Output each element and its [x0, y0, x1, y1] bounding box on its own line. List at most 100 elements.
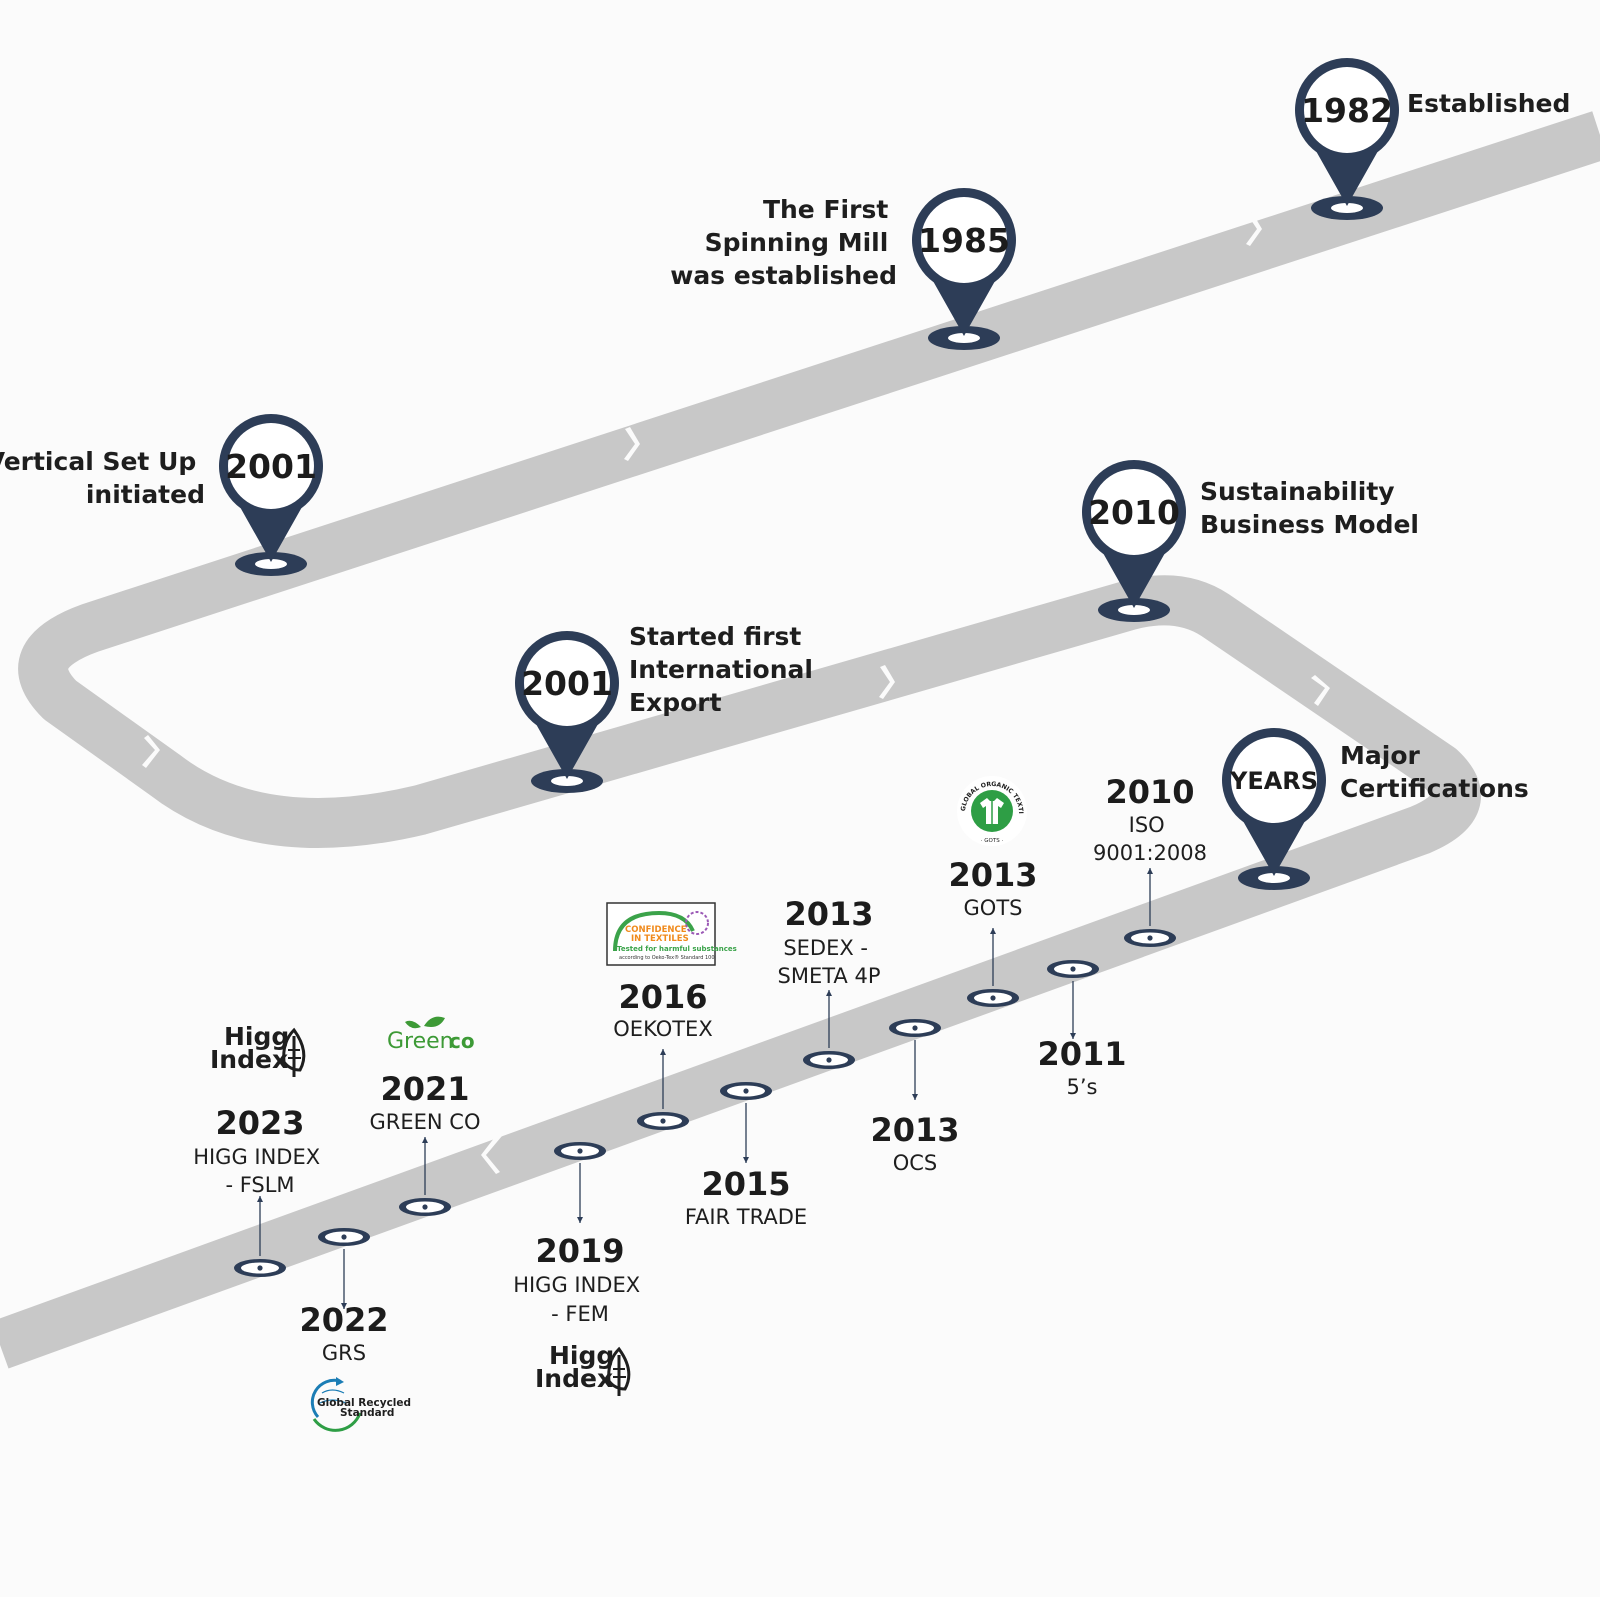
svg-text:co: co: [449, 1029, 475, 1053]
cert-name: GRS: [322, 1341, 366, 1365]
cert-name: HIGG INDEX - FSLM: [193, 1145, 327, 1197]
leaf-icon: [607, 1346, 631, 1396]
cert-name: HIGG INDEX - FEM: [513, 1273, 647, 1326]
arrow-icon: [341, 1303, 347, 1309]
cert-year: 2015: [701, 1165, 790, 1203]
pin-year: 1985: [918, 221, 1010, 260]
milestone-label-2010: Sustainability Business Model: [1200, 477, 1419, 539]
svg-text:Tested for harmful substances: Tested for harmful substances: [617, 945, 737, 953]
cert-2011-5s: 2011 5’s: [1037, 1035, 1126, 1099]
pin-1982: 1982: [1295, 58, 1399, 220]
arrow-icon: [660, 1049, 666, 1055]
arrow-icon: [826, 990, 832, 996]
cert-year: 2021: [380, 1070, 469, 1108]
certification-labels: 2023 HIGG INDEX - FSLM 2022 GRS 2021 GRE…: [193, 773, 1207, 1365]
milestone-label-2001-vertical: Vertical Set Up initiated: [0, 447, 205, 509]
svg-text:Standard: Standard: [340, 1407, 394, 1419]
higg-index-logo-bottom: Higg Index: [535, 1341, 631, 1396]
cert-year: 2019: [535, 1232, 624, 1270]
cert-name: FAIR TRADE: [685, 1205, 807, 1229]
cert-marker: [234, 1196, 286, 1277]
cert-year: 2023: [215, 1104, 304, 1142]
cert-2023-higg-fslm: 2023 HIGG INDEX - FSLM: [193, 1104, 327, 1197]
milestone-label-1982: Established: [1407, 89, 1570, 118]
leaf-icon: [282, 1027, 306, 1077]
cert-marker: [889, 1019, 941, 1100]
globe-arrows-icon: [310, 1378, 341, 1419]
arrow-icon: [577, 1217, 583, 1223]
milestone-label-years: Major Certifications: [1340, 741, 1529, 803]
timeline-road: [0, 111, 1600, 1369]
cert-marker: [720, 1082, 772, 1163]
pin-1985: 1985: [912, 188, 1017, 350]
cert-year: 2013: [948, 856, 1037, 894]
arrow-icon: [743, 1157, 749, 1163]
greenco-logo: Green co: [387, 1016, 475, 1054]
svg-text:Global Recycled: Global Recycled: [317, 1397, 411, 1409]
cert-2016-oekotex: 2016 OEKOTEX: [613, 978, 712, 1041]
cert-year: 2010: [1105, 773, 1194, 811]
cert-2022-grs: 2022 GRS: [299, 1301, 388, 1365]
cert-marker: [967, 928, 1019, 1007]
flower-icon: [685, 911, 709, 935]
cert-marker: [803, 990, 855, 1069]
milestone-labels: Established The First Spinning Mill was …: [0, 89, 1570, 803]
pin-year: 2010: [1088, 493, 1180, 532]
arrow-icon: [1147, 868, 1153, 874]
certification-markers: [234, 868, 1176, 1309]
cert-name: OEKOTEX: [613, 1017, 712, 1041]
cert-name: SEDEX - SMETA 4P: [778, 936, 881, 988]
cert-year: 2011: [1037, 1035, 1126, 1073]
cert-2013-ocs: 2013 OCS: [870, 1111, 959, 1175]
cert-2010-iso: 2010 ISO 9001:2008: [1093, 773, 1207, 865]
cert-marker: [637, 1049, 689, 1130]
grs-logo: Global Recycled Standard: [310, 1377, 411, 1432]
cert-2013-gots: 2013 GOTS: [948, 856, 1037, 920]
cert-name: GREEN CO: [370, 1110, 481, 1134]
pin-2001-vertical: 2001: [219, 414, 323, 576]
cert-name: OCS: [893, 1151, 938, 1175]
leaf-icon: [405, 1016, 445, 1029]
cert-2019-higg-fem: 2019 HIGG INDEX - FEM: [513, 1232, 647, 1326]
gots-logo: GLOBAL ORGANIC TEXTILE STANDARD · GOTS ·: [957, 776, 1027, 846]
cert-marker: [1124, 868, 1176, 947]
svg-text:Index: Index: [210, 1045, 288, 1074]
pin-year: 2001: [225, 447, 317, 486]
cert-2021-greenco: 2021 GREEN CO: [370, 1070, 481, 1134]
svg-text:according to Oeko-Tex® Standar: according to Oeko-Tex® Standard 100: [619, 954, 715, 961]
svg-text:IN TEXTILES: IN TEXTILES: [631, 934, 689, 944]
road-arrows: [142, 212, 1330, 1174]
cert-name: GOTS: [964, 896, 1023, 920]
arrow-icon: [422, 1137, 428, 1143]
pin-2001-export: 2001: [515, 631, 620, 793]
svg-text:Index: Index: [535, 1364, 613, 1393]
pin-2010: 2010: [1082, 460, 1186, 622]
cert-marker: [318, 1228, 370, 1309]
pin-year: YEARS: [1229, 767, 1318, 795]
cert-marker: [1047, 960, 1099, 1039]
svg-text:Higg: Higg: [224, 1022, 289, 1051]
milestone-label-2001-export: Started first International Export: [629, 622, 822, 717]
pin-years: YEARS: [1222, 728, 1327, 890]
oekotex-logo: CONFIDENCE IN TEXTILES Tested for harmfu…: [606, 902, 737, 966]
cert-year: 2022: [299, 1301, 388, 1339]
pin-year: 1982: [1301, 91, 1393, 130]
cert-marker: [554, 1142, 606, 1223]
arrow-icon: [990, 928, 996, 934]
higg-index-logo-top: Higg Index: [210, 1022, 306, 1077]
cert-year: 2016: [618, 978, 707, 1016]
milestone-label-1985: The First Spinning Mill was established: [670, 195, 897, 290]
pin-year: 2001: [521, 664, 613, 703]
svg-text:Higg: Higg: [549, 1341, 614, 1370]
cert-marker: [399, 1137, 451, 1216]
cert-year: 2013: [784, 895, 873, 933]
cert-2015-fair-trade: 2015 FAIR TRADE: [685, 1165, 807, 1229]
cert-name: ISO 9001:2008: [1093, 813, 1207, 865]
cert-2013-sedex: 2013 SEDEX - SMETA 4P: [778, 895, 881, 988]
arrow-icon: [912, 1094, 918, 1100]
svg-text:· GOTS ·: · GOTS ·: [981, 838, 1004, 844]
arrow-icon: [1070, 1033, 1076, 1039]
arrow-icon: [257, 1196, 263, 1202]
